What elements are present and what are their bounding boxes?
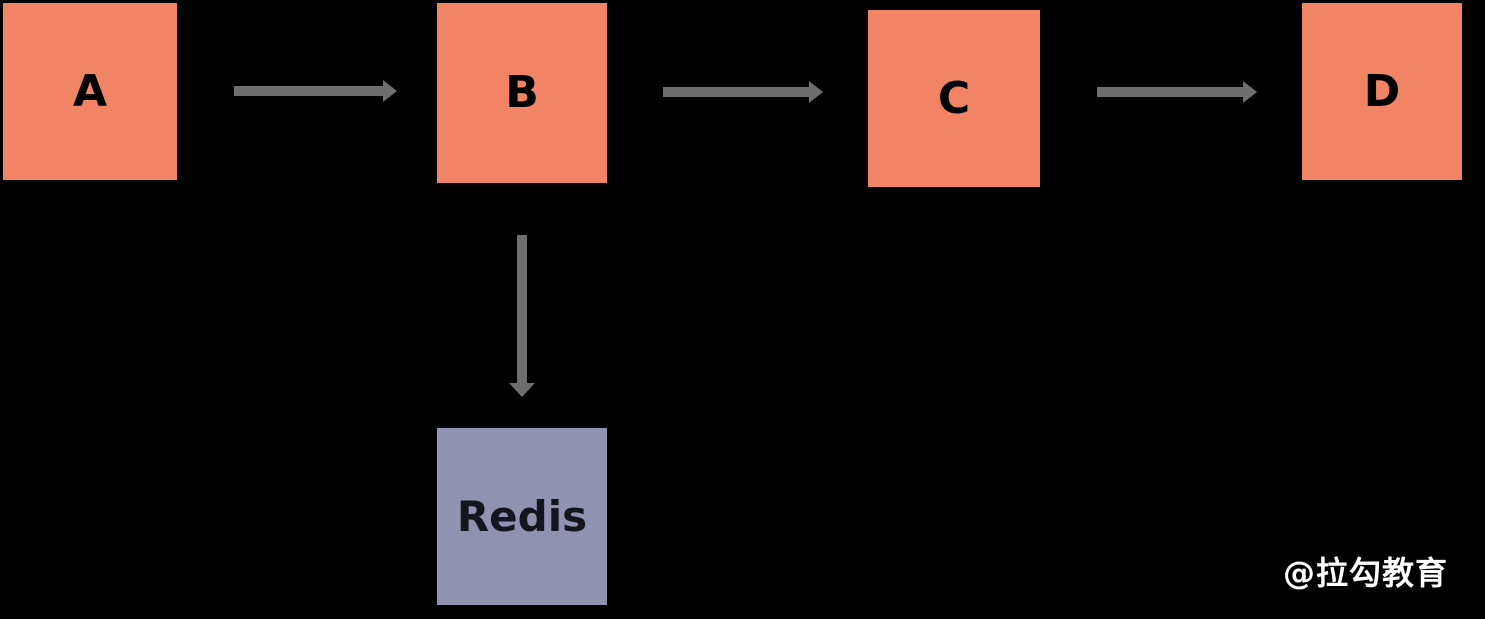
arrow-b-to-redis-shaft: [517, 235, 527, 383]
node-redis: Redis: [437, 428, 607, 605]
arrow-b-to-redis-head-icon: [509, 383, 535, 397]
node-d-label: D: [1363, 65, 1401, 117]
arrow-a-to-b-shaft: [234, 86, 383, 96]
node-a-label: A: [72, 65, 108, 117]
node-redis-label: Redis: [456, 491, 588, 541]
node-c: C: [868, 10, 1040, 187]
node-c-label: C: [937, 72, 971, 124]
watermark: @拉勾教育: [1283, 554, 1449, 592]
node-a: A: [3, 3, 177, 180]
arrow-a-to-b-head-icon: [383, 80, 397, 102]
arrow-b-to-c-head-icon: [809, 81, 823, 103]
node-d: D: [1302, 3, 1462, 180]
node-b-label: B: [505, 67, 539, 118]
node-b: B: [437, 3, 607, 183]
arrow-c-to-d-head-icon: [1243, 81, 1257, 103]
arrow-b-to-c-shaft: [663, 87, 809, 97]
arrow-c-to-d-shaft: [1097, 87, 1243, 97]
